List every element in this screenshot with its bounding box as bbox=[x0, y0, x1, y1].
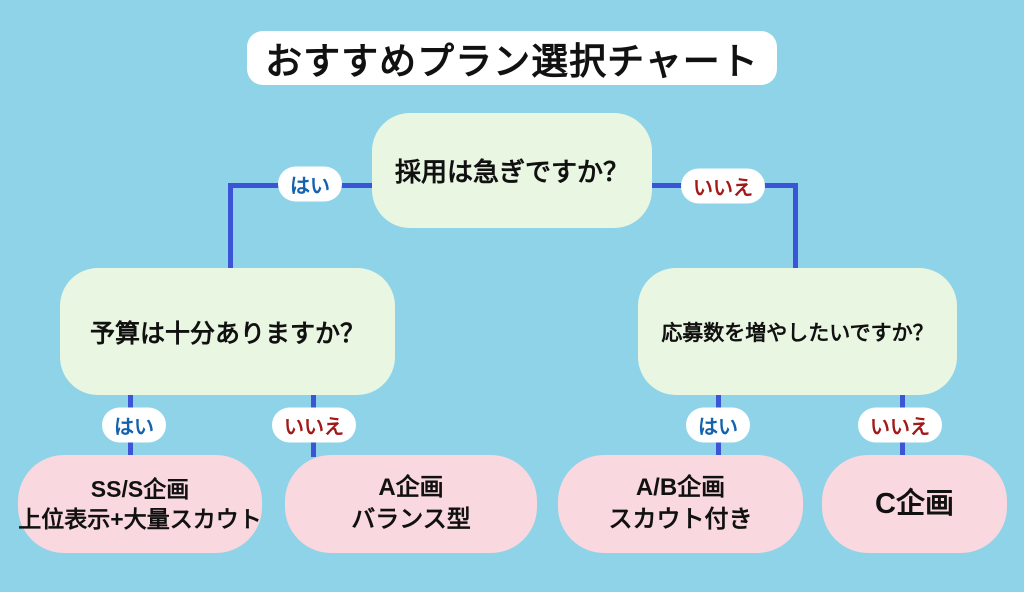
edge-label-no-root: いいえ bbox=[681, 168, 765, 204]
question-node-applications: 応募数を増やしたいですか？ bbox=[638, 268, 957, 395]
result-line: SS/S企画 bbox=[90, 475, 190, 502]
edge-label-yes-root: はい bbox=[278, 166, 342, 202]
edge-label-no-left: いいえ bbox=[272, 407, 356, 443]
result-line: A/B企画 bbox=[635, 474, 726, 502]
question-node-urgency: 採用は急ぎですか？ bbox=[372, 113, 652, 228]
result-node-a-plan: A企画 バランス型 bbox=[285, 455, 537, 553]
result-node-ab-plan: A/B企画 スカウト付き bbox=[558, 455, 803, 553]
edge-root-left-vertical bbox=[228, 183, 233, 268]
edge-label-yes-right: はい bbox=[686, 407, 750, 443]
page-title: おすすめプラン選択チャート bbox=[247, 31, 777, 85]
result-line: A企画 bbox=[378, 474, 444, 502]
result-line: バランス型 bbox=[351, 506, 471, 533]
result-line: スカウト付き bbox=[608, 506, 753, 533]
edge-root-right-vertical bbox=[793, 183, 798, 268]
edge-label-yes-left: はい bbox=[102, 407, 166, 443]
edge-label-no-right: いいえ bbox=[858, 407, 942, 443]
result-node-ss-s-plan: SS/S企画 上位表示+大量スカウト bbox=[18, 455, 262, 553]
question-node-budget: 予算は十分ありますか？ bbox=[60, 268, 395, 395]
result-node-c-plan: C企画 bbox=[822, 455, 1007, 553]
result-line: C企画 bbox=[875, 487, 954, 520]
result-line: 上位表示+大量スカウト bbox=[18, 506, 262, 532]
